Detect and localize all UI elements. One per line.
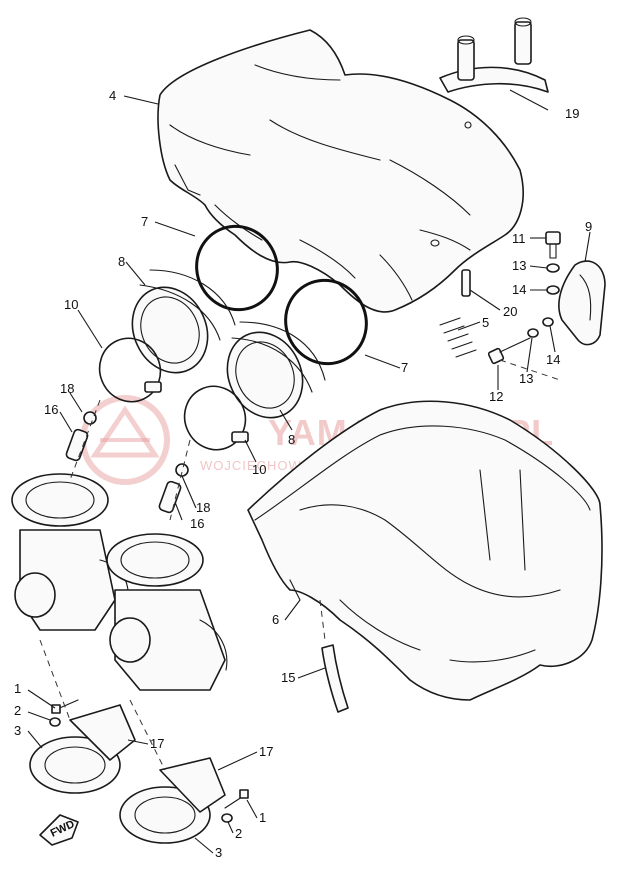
carburetor-left bbox=[11, 473, 129, 631]
callout-17-right: 17 bbox=[259, 744, 273, 759]
callout-3-left: 3 bbox=[14, 723, 21, 738]
hose-clamp-left bbox=[98, 337, 162, 403]
callout-8-bottom: 8 bbox=[288, 432, 295, 447]
callout-7-bottom: 7 bbox=[401, 360, 408, 375]
mounting-bracket bbox=[439, 17, 549, 93]
callout-12: 12 bbox=[489, 389, 503, 404]
callout-16-right: 16 bbox=[190, 516, 204, 531]
clip-right bbox=[175, 463, 189, 477]
callout-7-top: 7 bbox=[141, 214, 148, 229]
air-filter-case-cover bbox=[157, 29, 524, 313]
clip-5 bbox=[439, 317, 477, 358]
callout-10-bottom: 10 bbox=[252, 462, 266, 477]
intake-joint-left bbox=[131, 269, 236, 374]
o-ring-left bbox=[195, 224, 279, 312]
o-ring-right bbox=[284, 278, 368, 366]
side-bracket bbox=[558, 260, 606, 346]
callout-9: 9 bbox=[585, 219, 592, 234]
screw-1-right bbox=[224, 789, 249, 809]
vent-tube-right bbox=[158, 480, 182, 514]
vent-tube-left bbox=[65, 428, 89, 462]
callout-17-left: 17 bbox=[150, 736, 164, 751]
air-filter-case bbox=[247, 400, 603, 701]
bolt-12 bbox=[487, 337, 531, 365]
washer-14-upper bbox=[546, 285, 560, 295]
hose-clamp-right bbox=[183, 385, 249, 451]
callout-13-top: 13 bbox=[512, 258, 526, 273]
callout-8-top: 8 bbox=[118, 254, 125, 269]
washer-2-left bbox=[49, 717, 61, 727]
washer-2-right bbox=[221, 813, 233, 823]
callout-20: 20 bbox=[503, 304, 517, 319]
forward-direction-arrow: FWD bbox=[39, 814, 79, 846]
callout-labels: 4 19 7 8 10 7 8 10 9 11 13 14 5 20 12 13… bbox=[14, 88, 592, 860]
callout-5: 5 bbox=[482, 315, 489, 330]
callout-13-bottom: 13 bbox=[519, 371, 533, 386]
leader-lines bbox=[27, 89, 591, 854]
callout-16-left: 16 bbox=[44, 402, 58, 417]
callout-19: 19 bbox=[565, 106, 579, 121]
drain-hose bbox=[321, 644, 349, 713]
callout-6: 6 bbox=[272, 612, 279, 627]
callout-4: 4 bbox=[109, 88, 116, 103]
screw-1-left bbox=[51, 699, 79, 714]
callout-15: 15 bbox=[281, 670, 295, 685]
callout-10-top: 10 bbox=[64, 297, 78, 312]
bolt-11 bbox=[545, 231, 561, 259]
callout-3-right: 3 bbox=[215, 845, 222, 860]
carburetor-joint-left bbox=[29, 704, 136, 794]
callout-2-left: 2 bbox=[14, 703, 21, 718]
screw-20 bbox=[461, 269, 471, 297]
intake-joint-right bbox=[226, 321, 326, 419]
callout-18-left: 18 bbox=[60, 381, 74, 396]
callout-14-top: 14 bbox=[512, 282, 526, 297]
carburetor-joint-right bbox=[119, 757, 226, 844]
callout-1-left: 1 bbox=[14, 681, 21, 696]
washer-14-lower bbox=[542, 317, 554, 327]
clip-left bbox=[83, 411, 97, 425]
washer-13-lower bbox=[527, 328, 539, 338]
callout-1-right: 1 bbox=[259, 810, 266, 825]
washer-13-upper bbox=[546, 263, 560, 273]
callout-18-right: 18 bbox=[196, 500, 210, 515]
assembly-lines bbox=[39, 359, 561, 771]
callout-11: 11 bbox=[512, 231, 526, 246]
callout-14-bottom: 14 bbox=[546, 352, 560, 367]
callout-2-right: 2 bbox=[235, 826, 242, 841]
carburetor-right bbox=[106, 533, 228, 691]
